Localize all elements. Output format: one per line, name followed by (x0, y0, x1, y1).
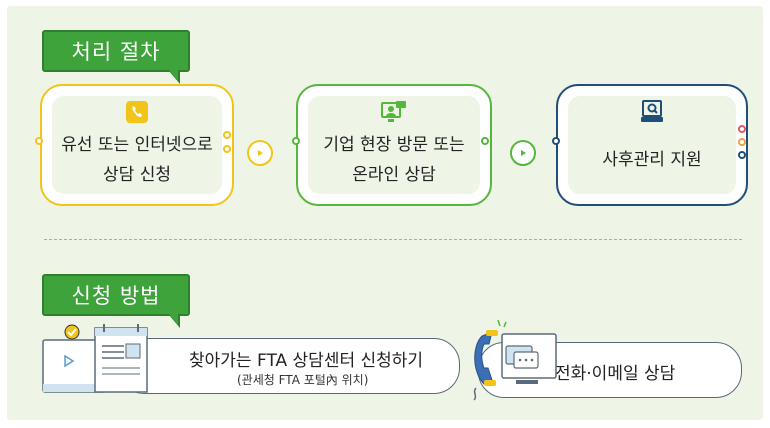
connector-dot (292, 137, 300, 145)
monitor-search-icon (640, 100, 664, 128)
connector-dot (223, 145, 231, 153)
process-step-2: 기업 현장 방문 또는 온라인 상담 (296, 84, 492, 206)
step-1-line-1: 유선 또는 인터넷으로 (61, 135, 213, 155)
connector-dot (738, 138, 746, 146)
step-1-line-2: 상담 신청 (103, 165, 171, 185)
process-step-3: 사후관리 지원 (556, 84, 748, 206)
step-2-line-1: 기업 현장 방문 또는 (323, 135, 465, 155)
step-3-line-1: 사후관리 지원 (602, 150, 702, 170)
phone-icon (125, 100, 149, 128)
process-step-1: 유선 또는 인터넷으로 상담 신청 (40, 84, 234, 206)
connector-dot (738, 125, 746, 133)
method-1-line-1: 찾아가는 FTA 상담센터 신청하기 (189, 351, 424, 371)
method-item-1: 찾아가는 FTA 상담센터 신청하기 (관세청 FTA 포털內 위치) (118, 338, 460, 394)
method-title-badge: 신청 방법 (42, 274, 190, 328)
play-arrow-icon (258, 150, 263, 156)
process-title-badge: 처리 절차 (42, 30, 190, 84)
connector-dot (481, 137, 489, 145)
method-2-line-1: 전화·이메일 상담 (555, 364, 676, 384)
video-consult-icon (381, 100, 407, 128)
connector-dot (738, 151, 746, 159)
section-divider (44, 239, 742, 240)
telephone-chat-icon (462, 318, 562, 408)
next-arrow-2 (510, 140, 536, 166)
step-2-line-2: 온라인 상담 (352, 165, 436, 185)
method-title: 신청 방법 (71, 284, 161, 308)
process-title: 처리 절차 (71, 40, 161, 64)
next-arrow-1 (247, 140, 273, 166)
connector-dot (35, 137, 43, 145)
computer-document-icon (40, 318, 160, 404)
connector-dot (223, 131, 231, 139)
method-1-line-2: (관세청 FTA 포털內 위치) (237, 373, 369, 387)
connector-dot (552, 137, 560, 145)
play-arrow-icon (521, 150, 526, 156)
